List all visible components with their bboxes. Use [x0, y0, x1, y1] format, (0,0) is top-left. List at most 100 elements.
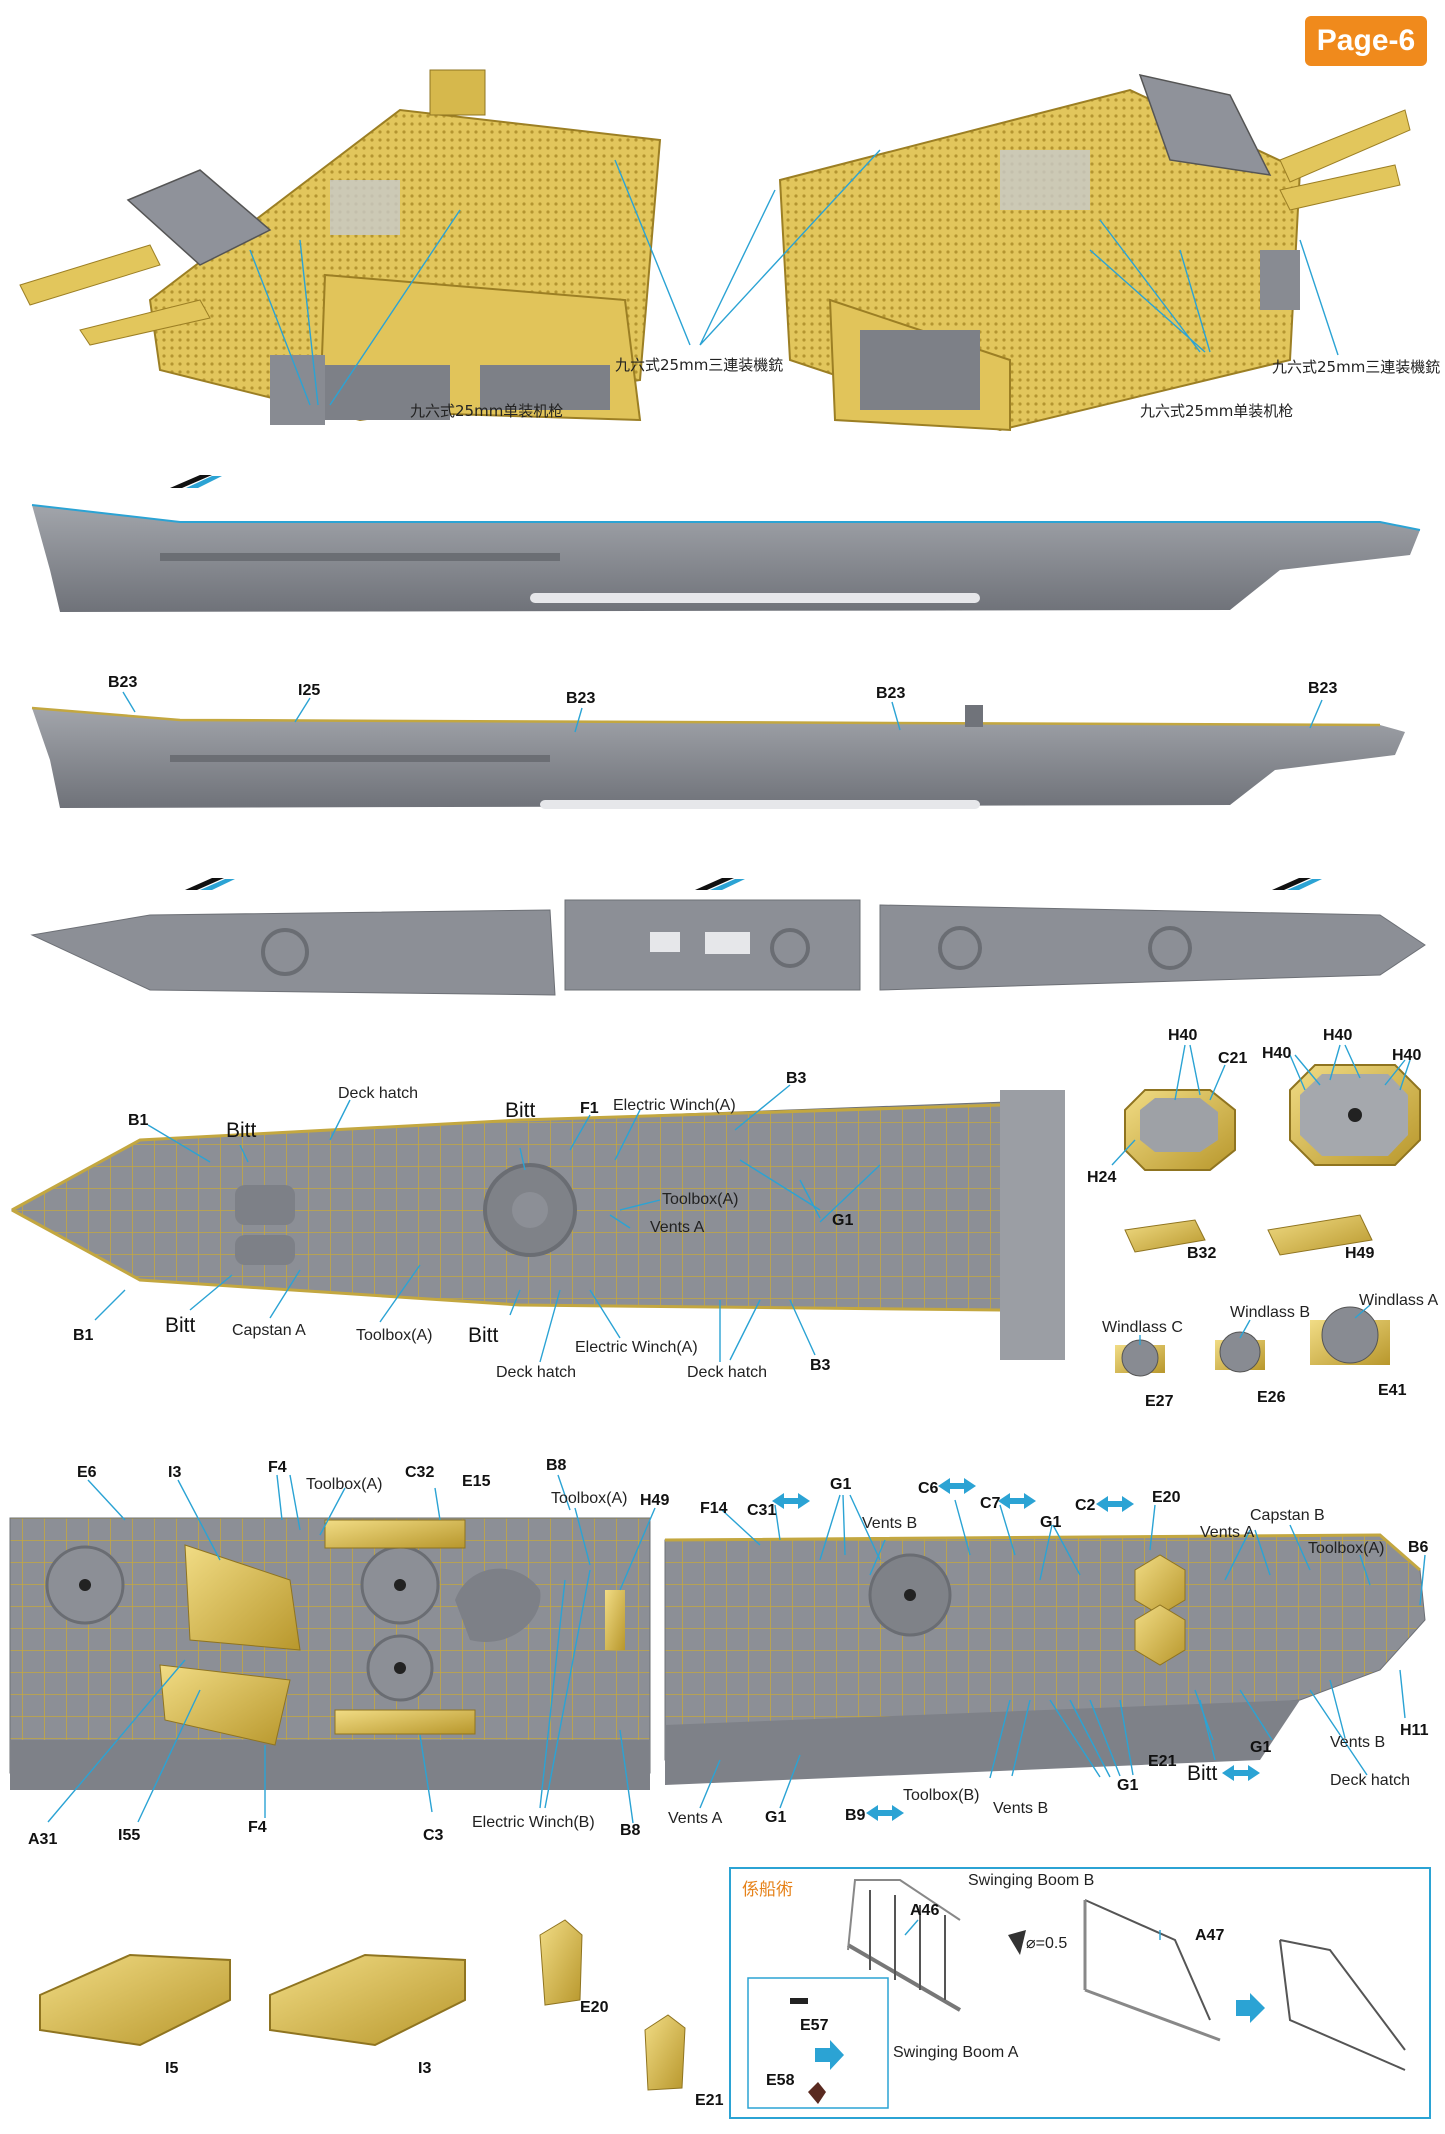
label-e41: E41	[1378, 1382, 1407, 1399]
label-aa-triple-left: 九六式25mm三連装機銃	[615, 356, 783, 374]
label-b9: B9	[845, 1807, 866, 1824]
label-e26: E26	[1257, 1389, 1286, 1406]
label-i55: I55	[118, 1827, 140, 1844]
label-electric-winch-a-bottom: Electric Winch(A)	[575, 1339, 698, 1356]
part-i3	[269, 1953, 466, 2047]
hull-side-detailed	[31, 705, 1405, 809]
label-capstan-b: Capstan B	[1250, 1507, 1325, 1524]
parts-gun-tubs	[1124, 1064, 1421, 1171]
label-g1-stern-5: G1	[765, 1809, 786, 1826]
label-c2: C2	[1075, 1497, 1096, 1514]
label-b3-top: B3	[786, 1070, 807, 1087]
label-vents-b-2: Vents B	[1330, 1734, 1385, 1751]
superstructure-right	[778, 73, 1411, 432]
label-g1-stern-4: G1	[1117, 1777, 1138, 1794]
label-h24: H24	[1087, 1169, 1116, 1186]
label-c31: C31	[747, 1502, 776, 1519]
label-electric-winch-b: Electric Winch(B)	[472, 1814, 595, 1831]
label-windlass-a: Windlass A	[1359, 1292, 1438, 1309]
label-e58: E58	[766, 2072, 795, 2089]
label-vents-a-stern-1: Vents A	[1200, 1524, 1255, 1541]
label-e21-stern: E21	[1148, 1753, 1177, 1770]
label-b8-top: B8	[546, 1457, 567, 1474]
parts-windlasses	[1115, 1306, 1390, 1377]
label-e20-stern: E20	[1152, 1489, 1181, 1506]
label-i3-bottom: I3	[418, 2060, 431, 2077]
midship-deck-detail	[9, 1517, 651, 1790]
bow-deck-detail	[10, 1090, 1065, 1360]
mooring-title: 係船術	[742, 1880, 793, 1900]
stripe-marker-4	[1272, 878, 1322, 890]
label-i25: I25	[298, 682, 320, 699]
part-e20	[539, 1919, 583, 2006]
mooring-instruction-box	[729, 1867, 1431, 2119]
label-windlass-c: Windlass C	[1102, 1319, 1183, 1336]
part-e21	[644, 2014, 686, 2091]
label-electric-winch-a-top: Electric Winch(A)	[613, 1097, 736, 1114]
hull-side-plain	[31, 475, 1421, 612]
label-b23-4: B23	[1308, 680, 1337, 697]
label-b32: B32	[1187, 1245, 1216, 1262]
label-vents-b-3: Vents B	[993, 1800, 1048, 1817]
label-c21: C21	[1218, 1050, 1247, 1067]
label-c7: C7	[980, 1495, 1001, 1512]
deck-pieces	[30, 878, 1426, 996]
label-g1-stern-2: G1	[1040, 1514, 1061, 1531]
label-vents-b-1: Vents B	[862, 1515, 917, 1532]
label-b1-top: B1	[128, 1112, 149, 1129]
superstructure-left	[19, 69, 662, 425]
label-swinging-boom-b: Swinging Boom B	[968, 1872, 1094, 1889]
label-toolbox-a-mid-1: Toolbox(A)	[306, 1476, 382, 1493]
stern-deck-detail	[664, 1533, 1426, 1785]
label-bitt-1: Bitt	[226, 1119, 257, 1142]
label-vents-a: Vents A	[650, 1219, 705, 1236]
label-e6: E6	[77, 1464, 97, 1481]
stripe-marker-3	[695, 878, 745, 890]
label-toolbox-a-1: Toolbox(A)	[662, 1191, 738, 1208]
part-i5	[39, 1953, 231, 2047]
label-e57: E57	[800, 2017, 829, 2034]
label-toolbox-a-2: Toolbox(A)	[356, 1327, 432, 1344]
label-f4-bottom: F4	[248, 1819, 267, 1836]
label-a47: A47	[1195, 1927, 1224, 1944]
label-h49-detail: H49	[1345, 1245, 1374, 1262]
label-vents-a-stern-2: Vents A	[668, 1810, 723, 1827]
label-b23-1: B23	[108, 674, 137, 691]
label-aa-single-right: 九六式25mm单装机枪	[1140, 402, 1293, 420]
label-capstan-a: Capstan A	[232, 1322, 306, 1339]
label-bitt-2: Bitt	[505, 1099, 536, 1122]
label-h40-1: H40	[1168, 1027, 1197, 1044]
label-e20-bottom: E20	[580, 1999, 609, 2016]
label-aa-single-left: 九六式25mm单装机枪	[410, 402, 563, 420]
label-toolbox-a-stern: Toolbox(A)	[1308, 1540, 1384, 1557]
label-g1-stern-3: G1	[1250, 1739, 1271, 1756]
label-bitt-stern: Bitt	[1187, 1762, 1218, 1785]
label-e15: E15	[462, 1473, 491, 1490]
stripe-marker-1	[170, 475, 222, 488]
label-h49-mid: H49	[640, 1492, 669, 1509]
label-deck-hatch-1: Deck hatch	[496, 1364, 576, 1381]
label-h40-2: H40	[1262, 1045, 1291, 1062]
label-b8-bottom: B8	[620, 1822, 641, 1839]
label-f14: F14	[700, 1500, 728, 1517]
label-b6: B6	[1408, 1539, 1429, 1556]
part-b32	[1124, 1219, 1206, 1253]
label-i5: I5	[165, 2060, 178, 2077]
label-e27: E27	[1145, 1393, 1174, 1410]
label-h11: H11	[1400, 1722, 1429, 1739]
label-g1-stern-1: G1	[830, 1476, 851, 1493]
label-bitt-3: Bitt	[165, 1314, 196, 1337]
stripe-marker-2	[185, 878, 235, 890]
label-aa-triple-right: 九六式25mm三連装機銃	[1272, 358, 1440, 376]
double-arrow-icons	[772, 1478, 1260, 1821]
label-c32: C32	[405, 1464, 434, 1481]
label-deck-hatch-stern: Deck hatch	[1330, 1772, 1410, 1789]
part-h49	[1267, 1214, 1373, 1256]
label-b3-bottom: B3	[810, 1357, 831, 1374]
label-deck-hatch-top: Deck hatch	[338, 1085, 418, 1102]
page-badge: Page-6	[1305, 16, 1427, 66]
label-diameter: ⌀=0.5	[1026, 1935, 1067, 1952]
label-h40-3: H40	[1323, 1027, 1352, 1044]
label-toolbox-b: Toolbox(B)	[903, 1787, 979, 1804]
